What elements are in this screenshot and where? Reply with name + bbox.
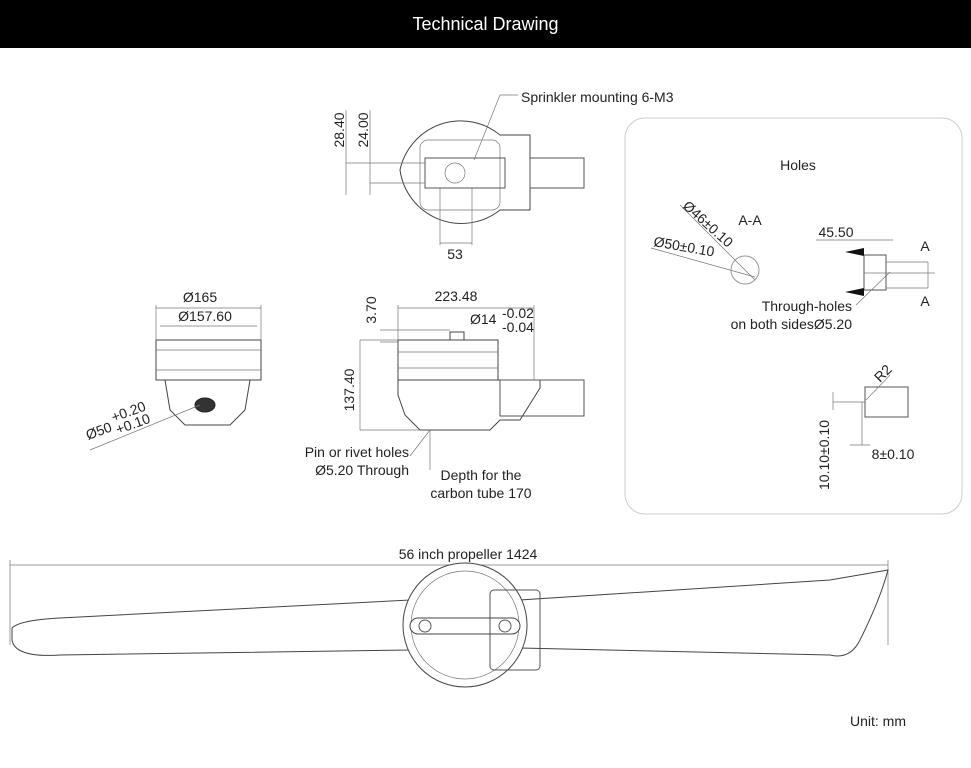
propeller-drawing — [9, 560, 889, 688]
tol-upper: -0.02 — [502, 305, 534, 321]
depth-label-1: Depth for the — [441, 467, 522, 483]
header-bar: Technical Drawing — [0, 0, 971, 48]
front-view — [89, 305, 262, 451]
marker-a-top: A — [920, 238, 930, 254]
depth-label-2: carbon tube 170 — [430, 485, 531, 501]
dia-50: Ø50±0.10 — [652, 233, 715, 259]
dia-14: Ø14 — [470, 311, 497, 327]
dia-165: Ø165 — [183, 289, 217, 305]
pin-label-2: Ø5.20 Through — [315, 462, 409, 478]
tol-lower: -0.04 — [502, 319, 534, 335]
page-title: Technical Drawing — [412, 13, 559, 34]
dim-28-40: 28.40 — [331, 112, 347, 147]
dim-53: 53 — [447, 246, 463, 262]
section-a-a: A-A — [738, 212, 762, 228]
side-view — [359, 305, 585, 470]
holes-detail — [650, 204, 935, 446]
sprinkler-label: Sprinkler mounting 6-M3 — [521, 89, 674, 105]
pin-label-1: Pin or rivet holes — [305, 444, 409, 460]
holes-title: Holes — [780, 157, 816, 173]
r2-label: R2 — [871, 361, 895, 385]
dim-8: 8±0.10 — [872, 446, 915, 462]
dim-137-40: 137.40 — [341, 368, 357, 411]
propeller-label: 56 inch propeller 1424 — [399, 546, 538, 562]
dim-10-10: 10.10±0.10 — [816, 420, 832, 490]
dim-223-48: 223.48 — [435, 288, 478, 304]
marker-a-bottom: A — [920, 293, 930, 309]
through-label-2: on both sidesØ5.20 — [731, 316, 853, 332]
unit-label: Unit: mm — [850, 713, 906, 729]
dim-3-70: 3.70 — [363, 296, 379, 323]
holes-panel — [624, 117, 963, 515]
dia-157-60: Ø157.60 — [178, 308, 232, 324]
through-label-1: Through-holes — [762, 298, 852, 314]
dim-24-00: 24.00 — [355, 112, 371, 147]
top-view — [345, 94, 585, 245]
dia-50: Ø50 — [84, 419, 115, 443]
dim-45-50: 45.50 — [818, 224, 853, 240]
